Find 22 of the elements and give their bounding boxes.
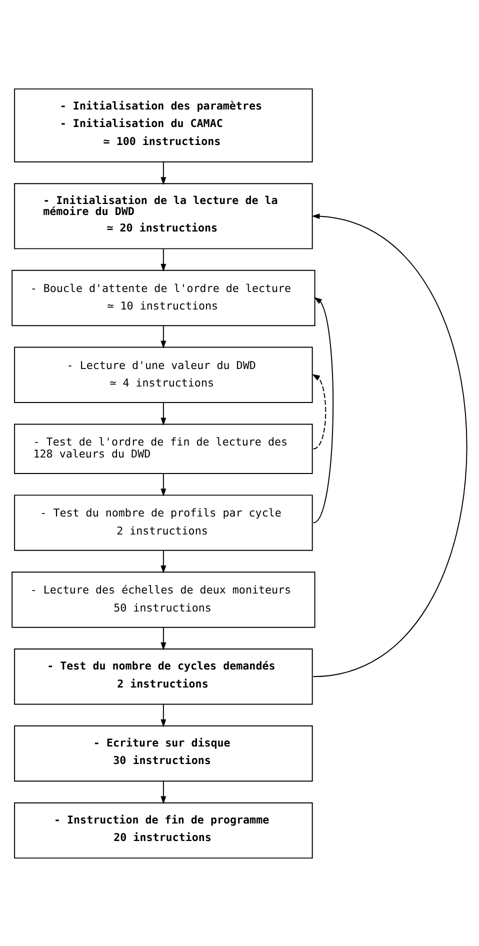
node-box: - Lecture d'une valeur du DWD ≃ 4 instructions — [14, 346, 313, 402]
arrow — [312, 213, 468, 677]
node-box: - Lecture des échelles de deux moniteurs 50 instructions — [12, 571, 316, 628]
node-box: - Instruction de fin de programme 20 instructions — [14, 802, 313, 858]
arrow — [312, 296, 334, 523]
arrow — [160, 324, 166, 348]
arrow — [312, 374, 326, 449]
node-box: - Test du nombre de profils par cycle 2 instructions — [14, 494, 313, 550]
node-box: - Ecriture sur disque 30 instructions — [14, 724, 313, 782]
node-box: - Test de l'ordre de fin de lecture des 128 valeurs du DWD — [14, 423, 313, 474]
arrow — [160, 780, 166, 804]
arrow — [160, 626, 166, 650]
arrow — [160, 402, 166, 426]
arrow — [160, 549, 166, 573]
node-box: - Initialisation de la lecture de la mémoire du DWD ≃ 20 instructions — [14, 182, 313, 249]
node-box: - Boucle d'attente de l'ordre de lecture ≃ 10 instructions — [12, 269, 316, 326]
arrow — [160, 472, 166, 496]
node-box: - Test du nombre de cycles demandés 2 instructions — [14, 648, 313, 704]
arrow — [160, 703, 166, 727]
node-box: - Initialisation des paramètres - Initialisation du CAMAC ≃ 100 instructions — [14, 88, 313, 162]
arrow — [160, 161, 166, 185]
arrow — [160, 248, 166, 272]
